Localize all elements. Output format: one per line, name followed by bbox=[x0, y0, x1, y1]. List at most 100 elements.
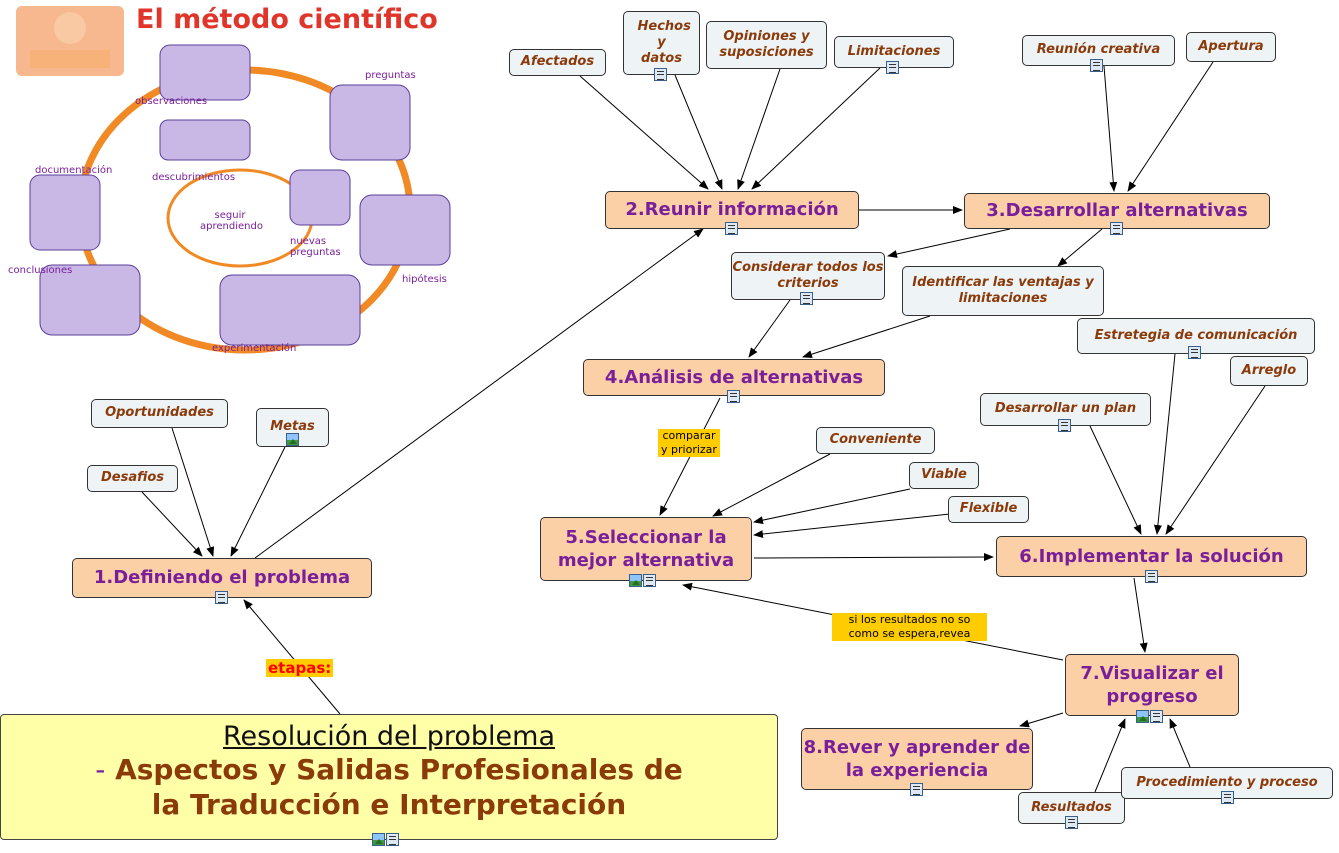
document-icon[interactable] bbox=[725, 222, 738, 235]
reunion-attachments[interactable] bbox=[1090, 59, 1103, 72]
stage-7-attachments[interactable] bbox=[1136, 710, 1163, 723]
concept-viable[interactable]: Viable bbox=[909, 462, 979, 489]
stage-1-node[interactable]: 1.Definiendo el problema bbox=[72, 558, 372, 598]
link-label-comparar: comparar y priorizar bbox=[658, 429, 720, 457]
stage-4-attachments[interactable] bbox=[727, 390, 740, 403]
image-icon[interactable] bbox=[629, 574, 642, 587]
root-attachments[interactable] bbox=[372, 833, 399, 846]
concept-flexible[interactable]: Flexible bbox=[948, 496, 1029, 523]
link-procedimiento-s7 bbox=[1169, 718, 1191, 768]
concept-identificar-ventajas[interactable]: Identificar las ventajas y limitaciones bbox=[902, 266, 1104, 316]
concept-hechos-label: Hechos y datos bbox=[637, 18, 691, 67]
stage-3-attachments[interactable] bbox=[1110, 222, 1123, 235]
concept-apertura[interactable]: Apertura bbox=[1186, 32, 1276, 62]
link-flexible-s5 bbox=[753, 513, 951, 539]
document-icon[interactable] bbox=[1090, 59, 1103, 72]
concept-estrategia-comunicacion[interactable]: Estretegia de comunicación bbox=[1077, 318, 1315, 354]
document-icon[interactable] bbox=[910, 783, 923, 796]
illustration-stage-conclusiones: conclusiones bbox=[8, 265, 73, 276]
document-icon[interactable] bbox=[1150, 710, 1163, 723]
stage-7-node[interactable]: 7.Visualizar el progreso bbox=[1065, 654, 1239, 716]
considerar-attachments[interactable] bbox=[800, 292, 813, 305]
concept-desafios[interactable]: Desafios bbox=[87, 465, 178, 492]
document-icon[interactable] bbox=[386, 833, 399, 846]
metas-attachments[interactable] bbox=[286, 433, 299, 446]
concept-desarrollar-plan[interactable]: Desarrollar un plan bbox=[980, 393, 1151, 426]
hechos-attachments[interactable] bbox=[654, 68, 667, 81]
stage-6-attachments[interactable] bbox=[1145, 570, 1158, 583]
concept-metas[interactable]: Metas bbox=[256, 408, 329, 447]
link-identificar-s4 bbox=[802, 315, 931, 359]
document-icon[interactable] bbox=[886, 61, 899, 74]
stage-8-attachments[interactable] bbox=[910, 783, 923, 796]
illustration-stage-nuevas-preguntas: nuevas preguntas bbox=[290, 236, 341, 258]
link-afectados-s2 bbox=[579, 75, 709, 190]
root-topic[interactable]: Resolución del problema - Aspectos y Sal… bbox=[0, 714, 778, 840]
illustration-center-label: seguir aprendiendo bbox=[200, 210, 263, 232]
concept-considerar-criterios[interactable]: Considerar todos los criterios bbox=[731, 252, 885, 300]
limitaciones-attachments[interactable] bbox=[886, 61, 899, 74]
illustration-title: El método científico bbox=[136, 4, 438, 35]
illustration-stage-experimentacion: experimentación bbox=[212, 343, 297, 354]
concept-opiniones[interactable]: Opiniones y suposiciones bbox=[706, 21, 827, 69]
document-icon[interactable] bbox=[643, 574, 656, 587]
link-arreglo-s6 bbox=[1165, 385, 1266, 535]
stage-4-node[interactable]: 4.Análisis de alternativas bbox=[583, 359, 885, 396]
procedimiento-attachments[interactable] bbox=[1221, 791, 1234, 804]
stage-5-node[interactable]: 5.Seleccionar la mejor alternativa bbox=[540, 517, 752, 581]
stage-1-attachments[interactable] bbox=[215, 591, 228, 604]
concept-oportunidades[interactable]: Oportunidades bbox=[91, 399, 228, 428]
document-icon[interactable] bbox=[1065, 816, 1078, 829]
document-icon[interactable] bbox=[1221, 791, 1234, 804]
concept-reunion-creativa[interactable]: Reunión creativa bbox=[1022, 35, 1175, 66]
link-viable-s5 bbox=[753, 488, 911, 525]
concept-conveniente[interactable]: Conveniente bbox=[816, 427, 935, 454]
link-s7-s8 bbox=[1019, 712, 1064, 728]
illustration-stage-observaciones: observaciones bbox=[135, 96, 208, 107]
link-metas-s1 bbox=[230, 446, 286, 557]
link-opiniones-s2 bbox=[737, 68, 781, 190]
document-icon[interactable] bbox=[1145, 570, 1158, 583]
link-s6-s7 bbox=[1133, 577, 1148, 653]
plan-attachments[interactable] bbox=[1058, 419, 1071, 432]
link-limitaciones-s2 bbox=[751, 67, 881, 190]
link-s1-s2 bbox=[254, 228, 704, 559]
illustration-stage-descubrimientos: descubrimientos bbox=[152, 172, 236, 183]
root-dash: - bbox=[95, 753, 106, 786]
stage-2-attachments[interactable] bbox=[725, 222, 738, 235]
document-icon[interactable] bbox=[1058, 419, 1071, 432]
resultados-attachments[interactable] bbox=[1065, 816, 1078, 829]
document-icon[interactable] bbox=[1188, 346, 1201, 359]
image-icon[interactable] bbox=[286, 433, 299, 446]
concept-arreglo[interactable]: Arreglo bbox=[1230, 356, 1308, 386]
concept-hechos-y-datos[interactable]: Hechos y datos bbox=[623, 11, 700, 75]
image-icon[interactable] bbox=[1136, 710, 1149, 723]
link-plan-s6 bbox=[1089, 425, 1142, 535]
stage-8-node[interactable]: 8.Rever y aprender de la experiencia bbox=[801, 728, 1033, 790]
root-subtitle-text1: Aspectos y Salidas Profesionales de bbox=[115, 753, 683, 786]
document-icon[interactable] bbox=[215, 591, 228, 604]
document-icon[interactable] bbox=[800, 292, 813, 305]
link-s5-s6 bbox=[753, 553, 994, 562]
estrategia-attachments[interactable] bbox=[1188, 346, 1201, 359]
link-root-s1 bbox=[243, 599, 341, 715]
image-icon[interactable] bbox=[372, 833, 385, 846]
root-subtitle-line2: la Traducción e Interpretación bbox=[151, 788, 627, 821]
concept-afectados[interactable]: Afectados bbox=[509, 49, 606, 76]
link-s3-considerar bbox=[887, 228, 1011, 258]
stage-5-attachments[interactable] bbox=[629, 574, 656, 587]
illustration-stage-documentacion: documentación bbox=[35, 165, 113, 176]
illustration-stage-preguntas: preguntas bbox=[365, 70, 416, 81]
link-resultados-s7 bbox=[1094, 718, 1126, 793]
document-icon[interactable] bbox=[654, 68, 667, 81]
document-icon[interactable] bbox=[1110, 222, 1123, 235]
link-considerar-s4 bbox=[748, 299, 791, 358]
link-s3-identificar bbox=[1057, 228, 1103, 267]
link-label-resultados-no: si los resultados no so como se espera,r… bbox=[832, 613, 987, 641]
stage-2-node[interactable]: 2.Reunir información bbox=[605, 191, 859, 229]
link-apertura-s3 bbox=[1127, 61, 1214, 192]
link-hechos-s2 bbox=[674, 74, 723, 190]
document-icon[interactable] bbox=[727, 390, 740, 403]
link-conveniente-s5 bbox=[712, 453, 831, 517]
